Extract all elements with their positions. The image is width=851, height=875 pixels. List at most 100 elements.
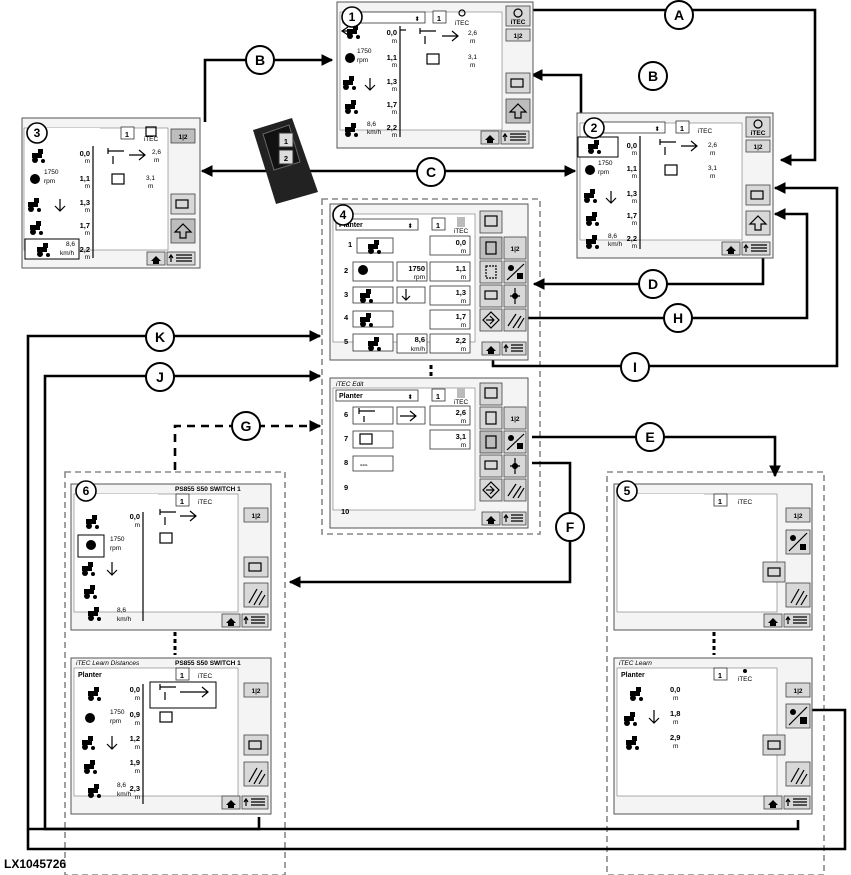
unit-text: km/h: [608, 241, 622, 248]
svg-text:⬍: ⬍: [415, 15, 420, 23]
value-text: 3,1: [456, 432, 466, 441]
rpm-icon: [345, 53, 355, 63]
sections-label: 1|2: [793, 688, 802, 695]
value-box[interactable]: [429, 235, 471, 256]
sections-label: 1|2: [251, 513, 260, 520]
value-text: 1,3: [80, 198, 90, 207]
value-text: 1,7: [456, 312, 466, 321]
screen-number-1: [341, 6, 363, 28]
clear-button[interactable]: [243, 761, 269, 787]
edit-icon: [248, 740, 262, 750]
unit-text: m: [392, 132, 397, 139]
connector-d: [532, 254, 765, 290]
edit-icon: [510, 78, 524, 88]
speed-box[interactable]: [396, 333, 428, 354]
value-text: 1,1: [456, 264, 466, 273]
screen-number-3-text: 3: [34, 126, 41, 140]
edit-button[interactable]: [170, 193, 196, 215]
edit-button[interactable]: [243, 556, 269, 578]
up-button[interactable]: [745, 210, 771, 236]
connector-e: [532, 435, 781, 478]
svg-text:1: 1: [284, 137, 288, 146]
menu-icon: [243, 615, 265, 624]
itec-button[interactable]: [745, 116, 771, 138]
unit-text: m: [710, 173, 715, 180]
right-arrow-icon: [180, 510, 197, 522]
svg-text:A: A: [674, 7, 684, 23]
sections-button[interactable]: [785, 682, 811, 698]
unit-text: m: [85, 158, 90, 165]
clear-button[interactable]: [785, 582, 811, 608]
page-up-button[interactable]: [479, 406, 503, 430]
save-exit-button[interactable]: [479, 382, 503, 406]
clear-button[interactable]: [785, 761, 811, 787]
sections-button[interactable]: [785, 507, 811, 523]
rpm-icon: [85, 713, 95, 723]
edit-button[interactable]: [762, 734, 786, 756]
direction-select[interactable]: [396, 286, 426, 304]
save-exit-button[interactable]: [479, 210, 503, 234]
page-down-button[interactable]: [479, 430, 503, 454]
edit-unit-button[interactable]: [479, 454, 503, 478]
svg-text:J: J: [156, 369, 164, 385]
callout-h: H: [663, 303, 693, 333]
unit-text: m: [85, 230, 90, 237]
sections-button[interactable]: [745, 139, 771, 153]
rpm-icon: [30, 174, 40, 184]
function-select[interactable]: [352, 286, 394, 304]
sections-button[interactable]: [170, 128, 196, 144]
row-number: 4: [344, 313, 349, 322]
rpm-box[interactable]: [396, 261, 428, 282]
value-text: 1,7: [387, 100, 397, 109]
edit-button[interactable]: [505, 72, 531, 94]
clear-button[interactable]: [503, 308, 527, 332]
clear-icon: [790, 767, 808, 785]
value-box[interactable]: [429, 429, 471, 450]
screen-number-6: [75, 480, 97, 502]
up-button[interactable]: [170, 218, 196, 244]
sections-button[interactable]: [243, 507, 269, 523]
planter-select[interactable]: [335, 218, 419, 231]
screen-number-5: [616, 480, 638, 502]
sections-button[interactable]: [503, 236, 527, 260]
value-text: 1,7: [627, 211, 637, 220]
sections-button[interactable]: [503, 406, 527, 430]
value-text: 1,1: [627, 164, 637, 173]
clear-icon: [248, 588, 266, 606]
value-box[interactable]: [429, 309, 471, 330]
value-box[interactable]: [429, 285, 471, 306]
edit-button[interactable]: [745, 184, 771, 206]
itec-button[interactable]: [505, 5, 531, 27]
sections-button[interactable]: [505, 28, 531, 42]
value-text: 0,0: [627, 141, 637, 150]
function-select[interactable]: [352, 310, 394, 328]
row-number: 7: [344, 434, 348, 443]
section-switch-icon: 1 2: [253, 118, 318, 204]
edit-icon: [767, 567, 781, 577]
section-box: 1: [436, 221, 440, 230]
page-down-button[interactable]: [479, 260, 503, 284]
up-button[interactable]: [505, 98, 531, 124]
clear-button[interactable]: [503, 478, 527, 502]
value-box[interactable]: [429, 333, 471, 354]
value-box[interactable]: [429, 405, 471, 426]
clear-button[interactable]: [243, 582, 269, 608]
unit-text: rpm: [110, 718, 121, 725]
function-select[interactable]: [352, 430, 394, 449]
sections-button[interactable]: [243, 682, 269, 698]
edit-button[interactable]: [762, 561, 786, 583]
page-up-button[interactable]: [479, 236, 503, 260]
function-select[interactable]: [352, 455, 394, 472]
value-text: 1,3: [627, 189, 637, 198]
edit-unit-button[interactable]: [479, 284, 503, 308]
value-text: 1,3: [456, 288, 466, 297]
home-icon: [226, 618, 236, 626]
unit-text: m: [148, 183, 153, 190]
value-box[interactable]: [429, 261, 471, 282]
planter-select-text: Planter: [339, 222, 363, 229]
planter-select[interactable]: [335, 389, 419, 402]
value-text: 0,0: [130, 685, 140, 694]
value-text: 1750: [44, 169, 59, 176]
edit-button[interactable]: [243, 734, 269, 756]
screen-number-2-text: 2: [591, 121, 598, 135]
